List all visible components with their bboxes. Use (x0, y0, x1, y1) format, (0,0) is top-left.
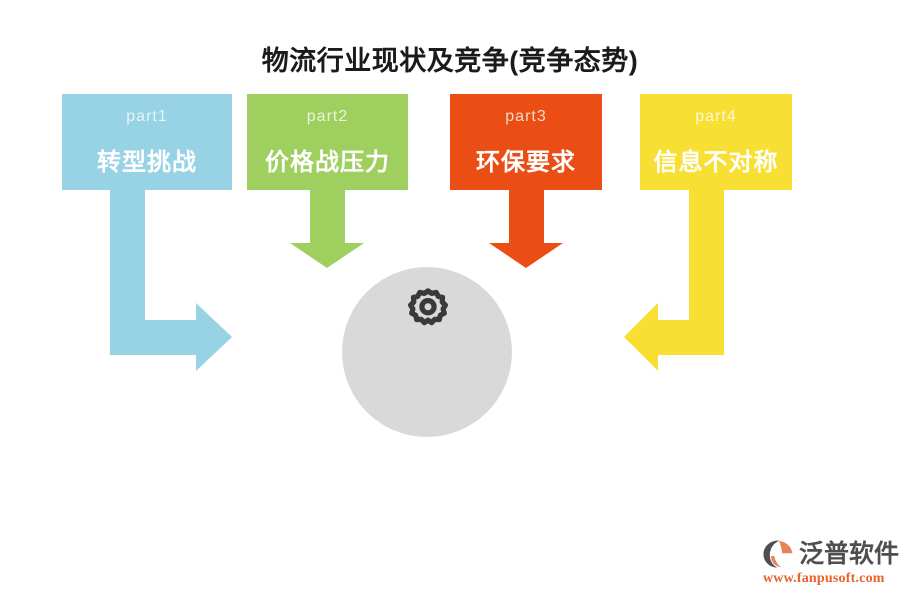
part-label-3: part3 (505, 108, 547, 125)
logo-mark-icon (763, 540, 793, 568)
part-title-4: 信息不对称 (653, 149, 779, 176)
page-title: 物流行业现状及竞争(竞争态势) (261, 46, 639, 76)
part-label-2: part2 (306, 108, 349, 125)
logo-top-row: 泛普软件 (762, 538, 899, 570)
arrow-part2 (290, 190, 364, 268)
logo-company-name: 泛普软件 (799, 540, 900, 568)
part-title-1: 转型挑战 (97, 149, 197, 176)
logo[interactable]: 泛普软件 www.fanpusoft.com (762, 538, 899, 588)
part-title-2: 价格战压力 (265, 149, 390, 176)
arrow-part1 (110, 190, 232, 371)
part-label-1: part1 (126, 108, 168, 125)
part-box-2[interactable]: part2 价格战压力 (247, 94, 408, 190)
part-box-4[interactable]: part4 信息不对称 (640, 94, 792, 190)
arrow-part3 (489, 190, 563, 268)
gear-icon (399, 284, 457, 342)
part-label-4: part4 (695, 108, 737, 125)
part-box-3[interactable]: part3 环保要求 (450, 94, 602, 190)
arrow-part4 (624, 190, 724, 371)
logo-website-url: www.fanpusoft.com (763, 571, 885, 586)
center-circle (342, 267, 512, 437)
part-title-3: 环保要求 (476, 149, 576, 176)
part-box-1[interactable]: part1 转型挑战 (62, 94, 232, 190)
